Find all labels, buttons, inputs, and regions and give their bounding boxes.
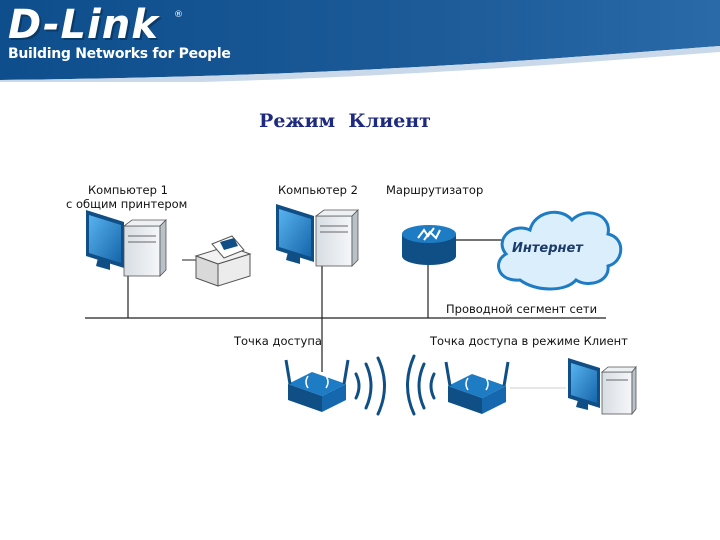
- dlink-logo: D-Link ® Building Networks for People: [8, 2, 231, 62]
- registered-mark: ®: [174, 10, 183, 20]
- wired-segment-label: Проводной сегмент сети: [446, 302, 598, 316]
- client-ap-label: Точка доступа в режиме Клиент: [430, 334, 628, 348]
- banner-background: [0, 0, 720, 82]
- computer2-icon: [276, 204, 359, 267]
- printer-icon: [194, 235, 252, 287]
- router-label: Маршрутизатор: [386, 183, 484, 197]
- logo-text: D-Link: [8, 2, 159, 48]
- router-icon: [402, 225, 456, 265]
- access-point-icon: [444, 361, 510, 414]
- wireless-waves-icon: [354, 356, 386, 416]
- internet-label: Интернет: [512, 241, 583, 256]
- cloud-icon: [496, 210, 623, 291]
- computer-icon: [568, 358, 637, 416]
- computer2-label: Компьютер 2: [278, 183, 358, 197]
- header-banner: D-Link ® Building Networks for People: [0, 0, 720, 82]
- access-point-icon: [284, 359, 350, 412]
- logo-tagline: Building Networks for People: [8, 46, 231, 62]
- slide-title: Режим Клиент: [259, 110, 431, 132]
- computer1-label: Компьютер 1: [88, 183, 168, 197]
- computer1-icon: [86, 210, 167, 277]
- access-point-label: Точка доступа: [234, 334, 322, 348]
- computer1-sublabel: с общим принтером: [66, 197, 188, 211]
- wireless-waves-icon: [406, 354, 436, 416]
